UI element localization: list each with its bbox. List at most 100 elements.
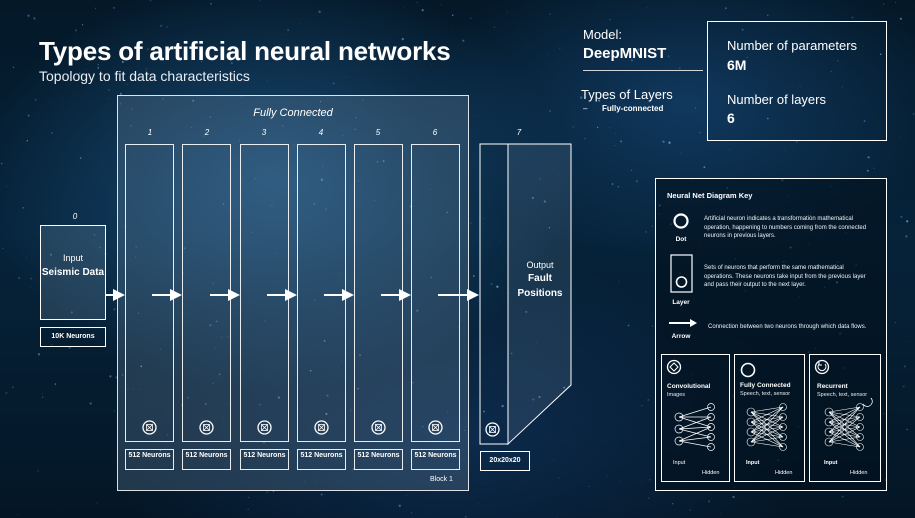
particle (33, 17, 36, 20)
particle (112, 6, 115, 9)
particle (201, 60, 203, 62)
particle (641, 405, 643, 407)
layer-2-node-icon (199, 420, 214, 435)
particle (531, 196, 535, 200)
particle (354, 128, 356, 130)
particle (765, 41, 767, 43)
particle (614, 145, 616, 146)
particle (447, 411, 449, 413)
particle (429, 188, 432, 190)
particle (614, 132, 617, 135)
particle (266, 80, 268, 82)
input-caption: Input (62, 253, 84, 263)
particle (900, 215, 903, 218)
particle (867, 156, 870, 159)
model-label: Model: (583, 27, 623, 42)
particle (222, 416, 224, 418)
particle (341, 134, 344, 137)
layer-4-node-icon (314, 420, 329, 435)
particle (863, 120, 866, 123)
particle (448, 290, 450, 291)
layer-5-index: 5 (375, 128, 381, 137)
particle (913, 6, 915, 8)
particle (248, 496, 250, 499)
particle (119, 103, 121, 105)
particle (879, 53, 882, 56)
layer-6-index: 6 (432, 128, 438, 137)
particle (420, 448, 422, 449)
particle (212, 282, 214, 284)
particle (382, 160, 385, 162)
hidden-layer-6 (411, 144, 460, 442)
convolutional-example (661, 354, 730, 482)
example-network-graphs (674, 398, 873, 451)
particle (209, 429, 211, 431)
input-layer (40, 225, 106, 320)
particle (421, 9, 424, 12)
particle (607, 475, 608, 477)
particle (17, 514, 18, 516)
particle (137, 312, 140, 315)
particle (464, 429, 466, 431)
particle (209, 116, 212, 118)
model-name: DeepMNIST (583, 45, 667, 62)
particle (70, 311, 73, 314)
particle (866, 169, 869, 172)
particle (266, 491, 269, 494)
layer-6-node-icon (428, 420, 443, 435)
particle (637, 48, 640, 51)
particle (227, 336, 229, 338)
particle (490, 283, 493, 286)
particle (322, 165, 324, 167)
particle (313, 202, 316, 205)
particle (841, 495, 844, 498)
particle (411, 512, 412, 514)
particle (59, 511, 61, 513)
particle (289, 204, 291, 206)
convolutional-title: Convolutional (667, 383, 711, 390)
particle (374, 199, 376, 201)
particle (12, 386, 14, 388)
key-layer-description: Sets of neurons that perform the same ma… (704, 265, 866, 288)
particle (598, 3, 600, 5)
particle (160, 24, 163, 28)
particle (376, 160, 379, 163)
particle (547, 54, 548, 56)
page-title: Types of artificial neural networks (39, 36, 451, 66)
model-divider (583, 70, 703, 71)
particle (841, 86, 843, 88)
layer-2-neuron-count: 512 Neurons (182, 449, 231, 470)
particle (127, 388, 129, 391)
particle (520, 95, 522, 97)
layer-6-neuron-count: 512 Neurons (411, 449, 460, 470)
particle (431, 65, 432, 67)
particle (559, 47, 561, 49)
particle (79, 72, 81, 74)
particle (254, 178, 256, 180)
particle (647, 398, 650, 401)
particle (251, 231, 253, 234)
particle (81, 237, 83, 239)
particle (799, 86, 801, 87)
particle (617, 185, 620, 188)
block-label: Block 1 (430, 476, 453, 483)
model-stats-box (707, 21, 887, 141)
particle (361, 429, 363, 431)
particle (300, 23, 302, 25)
particle (209, 324, 212, 327)
particle (572, 125, 575, 128)
particle (430, 276, 433, 279)
particle (582, 385, 583, 387)
particle (460, 495, 462, 497)
layer-1-index: 1 (147, 128, 153, 137)
particle (558, 61, 560, 63)
layer-3-neuron-count: 512 Neurons (240, 449, 289, 470)
particle (796, 141, 798, 143)
particle (899, 136, 901, 138)
particle (496, 285, 499, 288)
particle (482, 217, 484, 219)
particle (836, 59, 839, 62)
particle (99, 246, 101, 249)
particle (27, 14, 30, 17)
particle (398, 504, 401, 507)
